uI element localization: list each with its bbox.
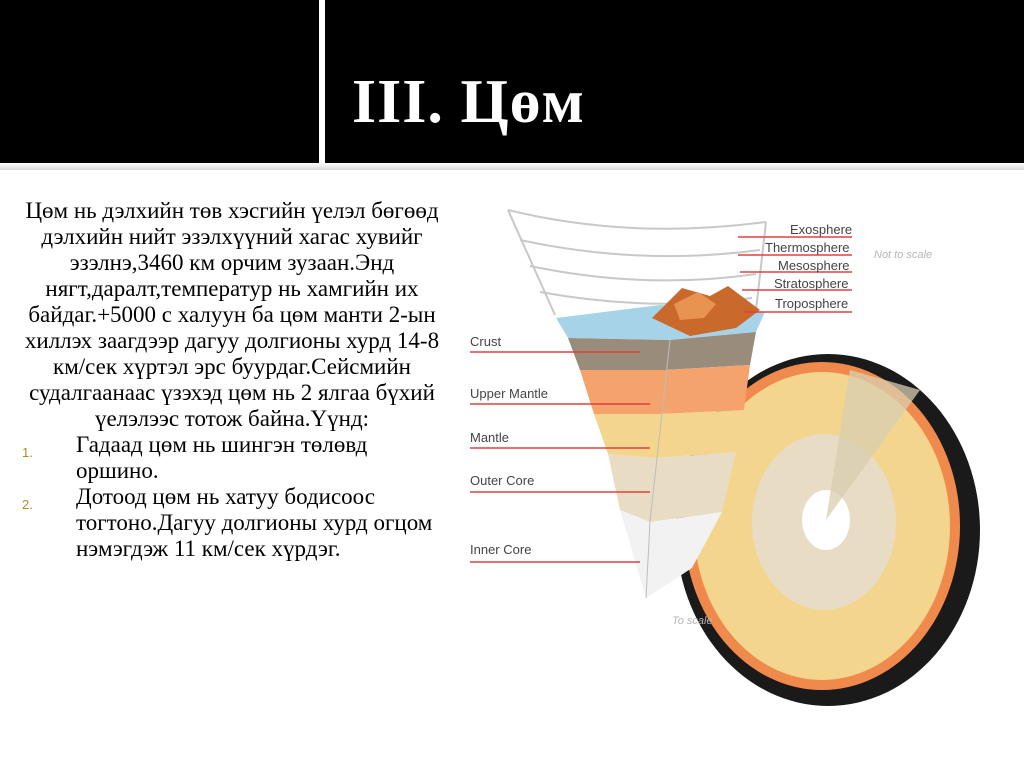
note-not-to-scale: Not to scale — [874, 249, 932, 261]
label-crust: Crust — [470, 334, 501, 349]
list-item: 1. Гадаад цөм нь шингэн төлөвд оршино. — [22, 432, 442, 484]
header-left-block — [0, 0, 318, 163]
label-troposphere: Troposphere — [775, 296, 848, 311]
layer-labels: Crust Upper Mantle Mantle Outer Core Inn… — [470, 334, 713, 627]
list-item-text: Дотоод цөм нь хатуу бодисоос тогтоно.Даг… — [76, 484, 433, 561]
slide-header: III. Цөм — [0, 0, 1024, 163]
label-stratosphere: Stratosphere — [774, 276, 848, 291]
label-mesosphere: Mesosphere — [778, 258, 850, 273]
earth-wedge — [507, 209, 767, 599]
earth-sphere — [676, 354, 980, 706]
list-item: 2. Дотоод цөм нь хатуу бодисоос тогтоно.… — [22, 484, 442, 562]
earth-structure-illustration: Exosphere Thermosphere Mesosphere Strato… — [470, 209, 980, 706]
header-divider — [319, 0, 325, 163]
list-item-text: Гадаад цөм нь шингэн төлөвд оршино. — [76, 432, 368, 483]
list-item-number: 2. — [22, 497, 33, 512]
core-layer-list: 1. Гадаад цөм нь шингэн төлөвд оршино. 2… — [22, 432, 442, 562]
label-thermosphere: Thermosphere — [765, 240, 850, 255]
label-inner-core: Inner Core — [470, 542, 531, 557]
label-mantle: Mantle — [470, 430, 509, 445]
atmosphere-labels: Exosphere Thermosphere Mesosphere Strato… — [738, 222, 932, 313]
earth-structure-figure: Exosphere Thermosphere Mesosphere Strato… — [460, 200, 1020, 720]
label-exosphere: Exosphere — [790, 222, 852, 237]
intro-paragraph: Цөм нь дэлхийн төв хэсгийн үелэл бөгөөд … — [24, 198, 440, 431]
header-rule — [0, 163, 1024, 170]
slide-body-text: Цөм нь дэлхийн төв хэсгийн үелэл бөгөөд … — [22, 198, 442, 562]
label-outer-core: Outer Core — [470, 473, 534, 488]
slide-title: III. Цөм — [352, 68, 585, 136]
list-item-number: 1. — [22, 445, 33, 460]
label-upper-mantle: Upper Mantle — [470, 386, 548, 401]
note-to-scale: To scale — [672, 615, 713, 627]
